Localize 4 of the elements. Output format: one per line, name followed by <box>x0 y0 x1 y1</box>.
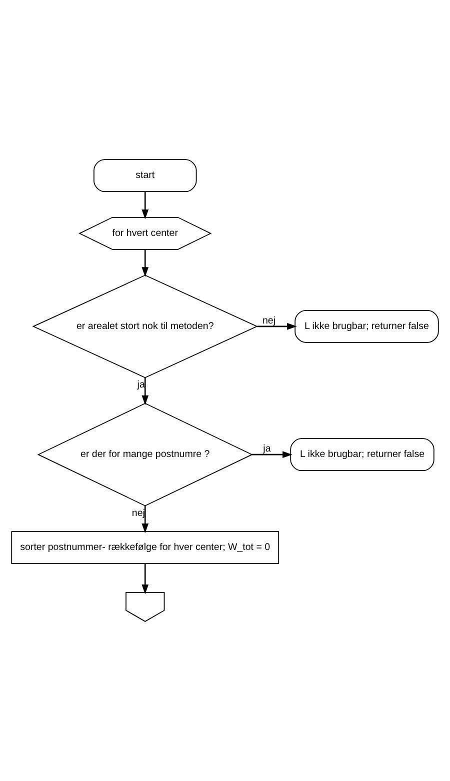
edge-label: nej <box>132 508 145 519</box>
edge-label: nej <box>262 316 276 327</box>
edge-label: ja <box>263 444 271 455</box>
edge-label: ja <box>137 379 145 390</box>
